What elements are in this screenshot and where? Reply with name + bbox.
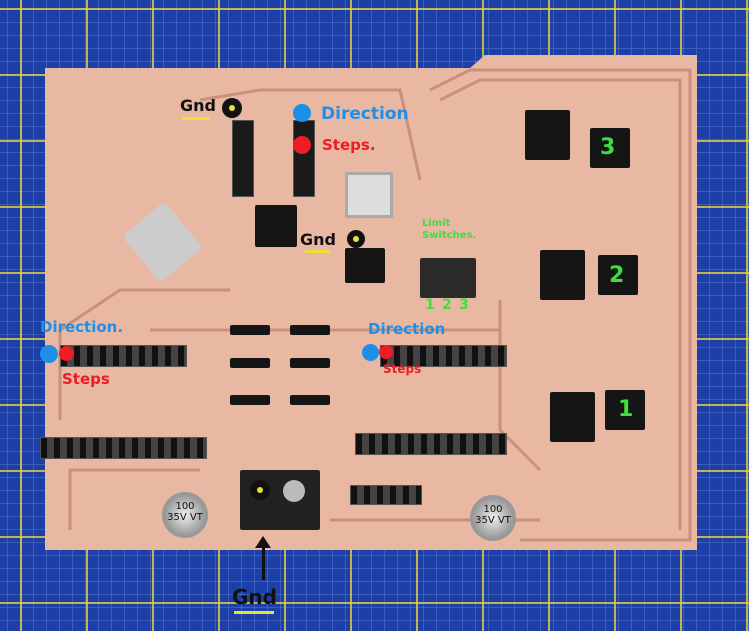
terminal-screw: [283, 480, 305, 502]
smd-part: [290, 395, 330, 405]
driver-number: 2: [609, 263, 625, 288]
gnd-underline: [182, 117, 210, 120]
driver-number: 1: [618, 397, 634, 422]
gnd-dot: [250, 480, 270, 500]
direction-label: Direction: [368, 320, 446, 338]
small-header: [350, 485, 422, 505]
arrow-icon: [262, 540, 265, 580]
driver-2: [540, 250, 585, 300]
driver-chip-2: [598, 255, 638, 295]
bottom-left-header: [40, 437, 207, 459]
switch-number: 1: [425, 297, 435, 313]
smd-part: [290, 325, 330, 335]
steps-label: Steps.: [322, 136, 376, 154]
arrow-head-icon: [255, 536, 271, 548]
driver-number: 3: [600, 135, 616, 160]
direction-dot: [40, 345, 58, 363]
direction-label: Direction.: [40, 318, 124, 336]
smd-part: [290, 358, 330, 368]
direction-dot: [293, 104, 311, 122]
power-terminal: [240, 470, 320, 530]
steps-dot: [293, 136, 311, 154]
steps-dot: [379, 345, 393, 359]
direction-label: Direction: [321, 104, 409, 124]
steps-label: Steps: [62, 370, 110, 388]
gnd-label: Gnd: [180, 96, 216, 115]
direction-dot: [362, 344, 379, 361]
reset-button[interactable]: [345, 172, 393, 218]
bottom-center-header: [355, 433, 507, 455]
gnd-dot: [347, 230, 365, 248]
limit-switch-header: [420, 258, 476, 298]
microcontroller-chip: [255, 205, 297, 247]
capacitor: 100 35V VT: [162, 492, 208, 538]
left-header: [60, 345, 187, 367]
gnd-label: Gnd: [300, 230, 336, 249]
smd-part: [230, 395, 270, 405]
gnd-underline: [234, 611, 274, 614]
gnd-dot: [222, 98, 242, 118]
capacitor: 100 35V VT: [470, 495, 516, 541]
driver-chip-1: [605, 390, 645, 430]
limit-switches-label: Limit Switches.: [422, 218, 477, 241]
driver-3: [525, 110, 570, 160]
smd-part: [230, 358, 270, 368]
smd-part: [230, 325, 270, 335]
driver-chip-3: [590, 128, 630, 168]
regulator: [345, 248, 385, 283]
switch-number: 2: [442, 297, 452, 313]
gnd-underline: [305, 250, 330, 253]
pin-header: [293, 120, 315, 197]
driver-1: [550, 392, 595, 442]
steps-label: Steps: [383, 362, 422, 376]
switch-number: 3: [459, 297, 469, 313]
steps-dot: [59, 346, 74, 361]
pin-header: [232, 120, 254, 197]
gnd-label: Gnd: [232, 585, 277, 609]
